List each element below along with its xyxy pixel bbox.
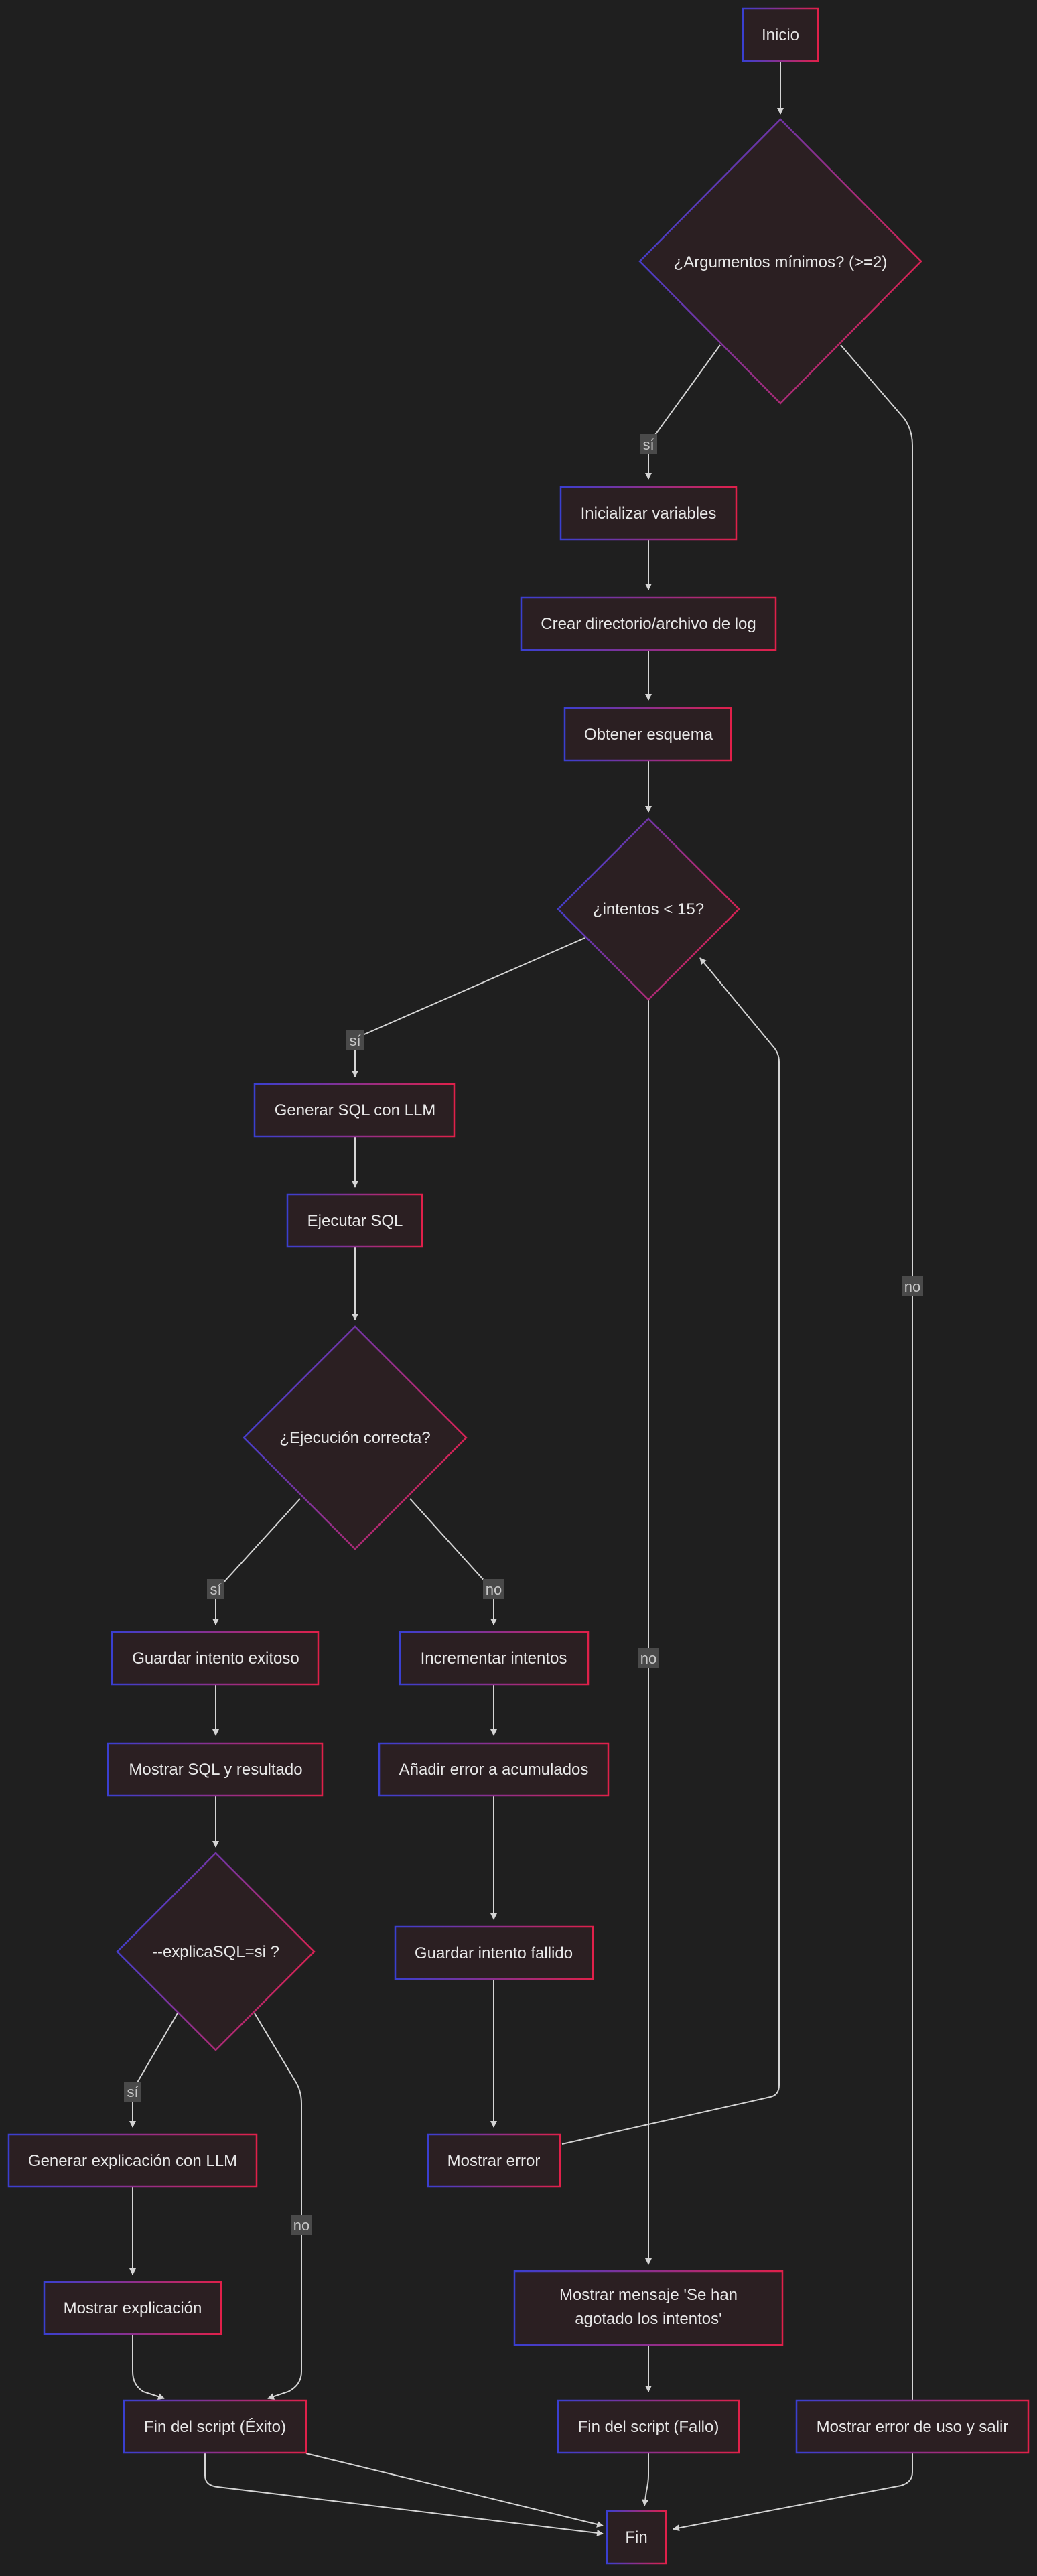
svg-text:no: no <box>904 1278 920 1295</box>
svg-text:sí: sí <box>349 1032 360 1049</box>
svg-text:no: no <box>640 1650 656 1667</box>
svg-text:sí: sí <box>210 1581 221 1598</box>
edge-explain-to-genexplain <box>129 2013 178 2128</box>
node-increment-attempts: Incrementar intentos <box>399 1631 590 1686</box>
node-generate-explanation: Generar explicación con LLM <box>7 2133 258 2188</box>
edge-explain-to-endsuccess <box>254 2013 302 2400</box>
edge-showerror-to-attempts <box>561 957 780 2145</box>
node-fin: Fin <box>606 2510 667 2565</box>
edge-execok-to-inc <box>409 1498 497 1625</box>
edge-label-args-yes: sí <box>640 434 657 454</box>
edge-label-args-no: no <box>902 1276 923 1296</box>
node-inicio: Inicio <box>742 7 819 62</box>
svg-text:Fin del script (Éxito): Fin del script (Éxito) <box>144 2418 286 2436</box>
svg-text:Generar explicación con LLM: Generar explicación con LLM <box>28 2152 237 2170</box>
edge-label-exec-no: no <box>483 1579 504 1599</box>
svg-text:no: no <box>293 2217 309 2234</box>
svg-text:no: no <box>486 1581 502 1598</box>
edge-label-explain-no: no <box>291 2215 312 2235</box>
svg-text:Inicio: Inicio <box>762 26 799 44</box>
svg-text:Obtener esquema: Obtener esquema <box>584 726 713 744</box>
svg-text:Mostrar error de uso y salir: Mostrar error de uso y salir <box>817 2418 1009 2436</box>
decision-explain: --explicaSQL=si ? <box>116 1852 316 2051</box>
svg-text:Mostrar error: Mostrar error <box>447 2152 541 2170</box>
edge-usage-to-fin <box>673 2453 913 2532</box>
node-end-failure: Fin del script (Fallo) <box>557 2399 740 2454</box>
svg-text:Mostrar SQL y resultado: Mostrar SQL y resultado <box>129 1761 302 1779</box>
decision-args: ¿Argumentos mínimos? (>=2) <box>638 118 922 405</box>
svg-text:¿intentos < 15?: ¿intentos < 15? <box>593 900 704 919</box>
svg-text:Fin: Fin <box>625 2528 647 2547</box>
edge-endfail-to-fin <box>642 2453 649 2506</box>
edge-args-to-usage <box>840 344 916 2439</box>
svg-text:Añadir error a acumulados: Añadir error a acumulados <box>399 1761 589 1779</box>
svg-text:Generar SQL con LLM: Generar SQL con LLM <box>275 1101 436 1120</box>
node-create-log: Crear directorio/archivo de log <box>520 596 777 651</box>
node-show-result: Mostrar SQL y resultado <box>107 1742 324 1797</box>
node-show-explanation: Mostrar explicación <box>43 2281 222 2335</box>
node-add-error: Añadir error a acumulados <box>378 1742 610 1797</box>
edge-label-attempts-yes: sí <box>346 1030 364 1050</box>
svg-text:Mostrar explicación: Mostrar explicación <box>64 2299 202 2317</box>
svg-text:Fin del script (Fallo): Fin del script (Fallo) <box>578 2418 719 2436</box>
svg-text:Incrementar intentos: Incrementar intentos <box>421 1649 567 1668</box>
node-attempts-exhausted: Mostrar mensaje 'Se han agotado los inte… <box>513 2270 784 2346</box>
svg-text:Crear directorio/archivo de lo: Crear directorio/archivo de log <box>541 615 756 633</box>
svg-text:Mostrar mensaje 'Se han: Mostrar mensaje 'Se han <box>559 2286 738 2304</box>
node-execute-sql: Ejecutar SQL <box>286 1193 423 1248</box>
svg-text:¿Argumentos mínimos? (>=2): ¿Argumentos mínimos? (>=2) <box>674 253 888 271</box>
node-show-error: Mostrar error <box>427 2133 561 2188</box>
edge-label-explain-yes: sí <box>124 2082 141 2102</box>
edge-label-exec-yes: sí <box>207 1579 224 1599</box>
svg-text:Inicializar variables: Inicializar variables <box>581 504 717 523</box>
node-usage-error: Mostrar error de uso y salir <box>795 2399 1030 2454</box>
node-save-success: Guardar intento exitoso <box>111 1631 320 1686</box>
svg-text:agotado los intentos': agotado los intentos' <box>575 2310 721 2328</box>
edge-attempts-to-gensql <box>352 937 585 1077</box>
node-save-failed: Guardar intento fallido <box>394 1925 594 1980</box>
node-get-schema: Obtener esquema <box>563 707 732 762</box>
node-generate-sql: Generar SQL con LLM <box>253 1083 456 1138</box>
edge-endsuccess-to-fin <box>305 2453 604 2528</box>
svg-text:sí: sí <box>127 2084 138 2100</box>
svg-text:--explicaSQL=si ?: --explicaSQL=si ? <box>152 1943 279 1961</box>
edge-endsuccess2-to-fin <box>204 2453 604 2536</box>
svg-text:sí: sí <box>642 436 654 453</box>
node-init-variables: Inicializar variables <box>559 486 738 541</box>
svg-text:Ejecutar SQL: Ejecutar SQL <box>307 1212 403 1230</box>
decision-attempts: ¿intentos < 15? <box>557 817 740 1001</box>
edge-label-attempts-no: no <box>638 1648 659 1668</box>
edge-args-to-init <box>645 344 721 480</box>
svg-text:Guardar intento fallido: Guardar intento fallido <box>415 1944 573 1962</box>
svg-text:¿Ejecución correcta?: ¿Ejecución correcta? <box>279 1429 430 1447</box>
edge-showexplain-to-endsuccess <box>132 2335 165 2400</box>
edge-execok-to-save <box>212 1498 301 1625</box>
decision-exec-ok: ¿Ejecución correcta? <box>243 1325 468 1550</box>
node-end-success: Fin del script (Éxito) <box>123 2399 307 2454</box>
svg-text:Guardar intento exitoso: Guardar intento exitoso <box>132 1649 299 1668</box>
